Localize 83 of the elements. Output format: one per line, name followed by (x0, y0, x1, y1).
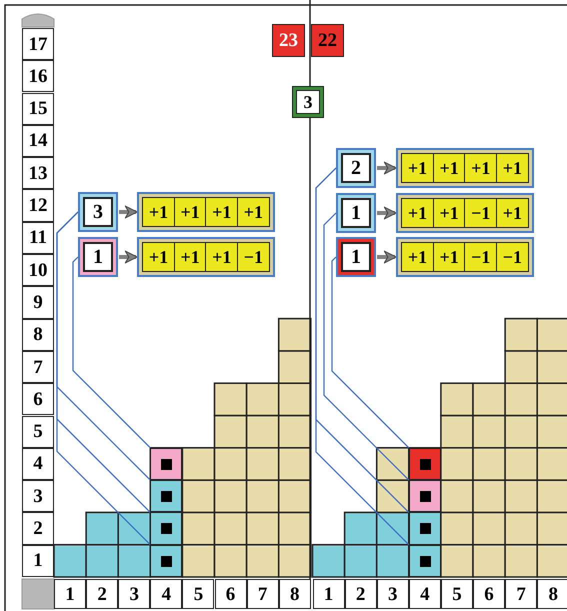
number-label: 2 (341, 153, 371, 183)
column-number: 1 (54, 579, 86, 609)
arrow (119, 250, 138, 264)
column-number: 8 (278, 579, 311, 609)
row-number: 13 (22, 157, 54, 190)
leader-line (331, 256, 410, 448)
row-number: 12 (22, 189, 54, 222)
row-number: 9 (22, 286, 54, 319)
spin-value: +1 (401, 153, 434, 183)
value-strip (396, 237, 534, 277)
column-number: 2 (344, 579, 377, 609)
spin-value: +1 (432, 153, 466, 183)
row-number: 4 (22, 448, 54, 480)
column-number: 3 (376, 579, 409, 609)
leader-line (72, 256, 151, 448)
row-number: 17 (22, 28, 54, 60)
value-strip (137, 192, 275, 232)
spin-value: +1 (205, 197, 238, 227)
value-strip (137, 237, 275, 277)
value-strip (396, 148, 534, 188)
row-number: 11 (22, 222, 54, 254)
marked-cell (150, 448, 182, 480)
column-number: 8 (537, 579, 567, 609)
number-label: 3 (296, 90, 320, 114)
value-strip (396, 193, 534, 233)
row-number: 10 (22, 254, 54, 286)
spin-value: +1 (432, 242, 466, 272)
marked-cell (150, 480, 182, 512)
column-number: 7 (505, 579, 538, 609)
marked-cell (408, 544, 441, 577)
row-number: 7 (22, 350, 54, 384)
row-number: 5 (22, 416, 54, 448)
column-number: 2 (86, 579, 118, 609)
marked-cell (408, 512, 441, 545)
arrow (377, 206, 397, 220)
row-number: 3 (22, 480, 54, 512)
row-number: 14 (22, 124, 54, 158)
spin-value: +1 (174, 197, 207, 227)
row-number: 8 (22, 318, 54, 351)
count-value: 23 (278, 29, 299, 53)
column-number: 7 (246, 579, 279, 609)
count-value: 22 (317, 29, 338, 53)
count-box (272, 24, 305, 57)
arrow (119, 206, 138, 218)
column-number: 5 (440, 579, 473, 609)
number-label: 1 (83, 242, 113, 272)
spin-value: +1 (142, 242, 176, 272)
column-number: 4 (150, 579, 182, 609)
spin-value: +1 (236, 197, 270, 227)
column-number: 3 (118, 579, 150, 609)
spin-value: +1 (496, 198, 529, 228)
spin-value: +1 (496, 153, 529, 183)
marked-cell (408, 448, 441, 480)
row-number: 2 (22, 512, 54, 545)
row-number: 6 (22, 383, 54, 416)
row-number: 15 (22, 92, 54, 125)
marked-cell (408, 480, 441, 512)
spin-value: −1 (464, 198, 498, 228)
spin-value: −1 (496, 242, 529, 272)
spin-value: +1 (205, 242, 238, 272)
spin-value: −1 (236, 242, 270, 272)
column-number: 6 (214, 579, 247, 609)
spin-value: +1 (174, 242, 207, 272)
arrow (377, 162, 397, 174)
marked-cell (150, 512, 182, 545)
column-number: 6 (473, 579, 506, 609)
number-label: 1 (341, 242, 371, 272)
arrow (377, 250, 397, 264)
spin-value: +1 (401, 242, 434, 272)
number-label: 3 (83, 197, 113, 227)
spin-value: +1 (142, 197, 176, 227)
column-number: 5 (182, 579, 214, 609)
spin-value: +1 (401, 198, 434, 228)
column-number: 1 (312, 579, 345, 609)
count-box (311, 24, 344, 57)
marked-cell (150, 544, 182, 577)
row-number: 1 (22, 544, 54, 577)
column-number: 4 (408, 579, 441, 609)
row-number: 16 (22, 60, 54, 92)
spin-value: −1 (464, 242, 498, 272)
number-label: 1 (341, 198, 371, 228)
spin-value: +1 (432, 198, 466, 228)
spin-value: +1 (464, 153, 498, 183)
